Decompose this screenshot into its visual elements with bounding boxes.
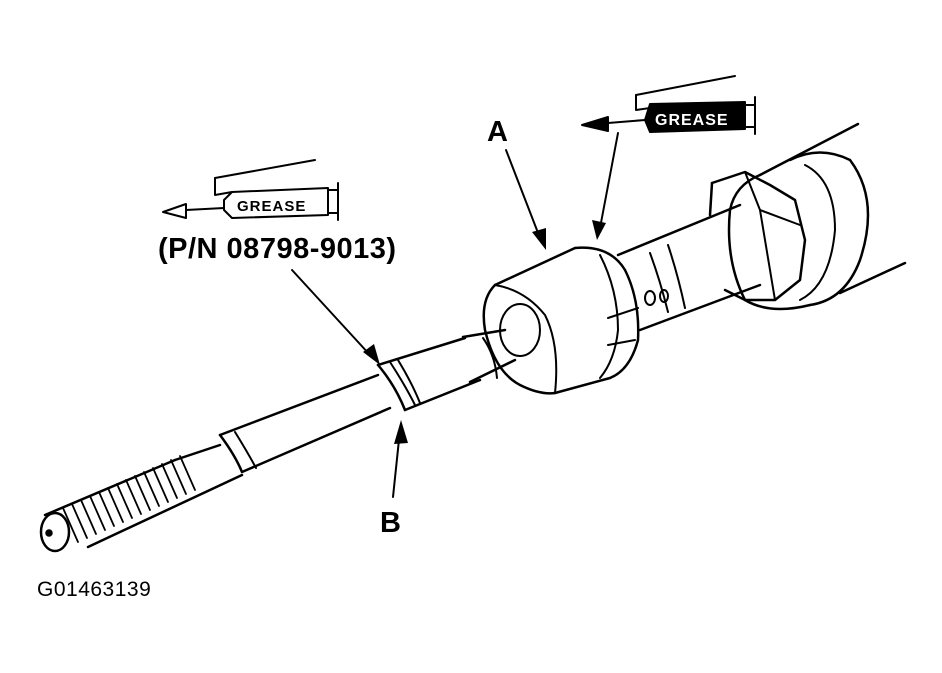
rack-housing xyxy=(727,122,907,311)
tie-rod-threaded-end xyxy=(39,373,392,553)
arrowhead-grease-right xyxy=(592,220,606,240)
tie-rod-shaft xyxy=(376,336,482,412)
figure-id-label: G01463139 xyxy=(37,578,152,601)
grease-tube-right-icon xyxy=(581,75,756,135)
arrowhead-partno xyxy=(363,344,380,365)
arrowhead-a xyxy=(532,228,546,250)
ball-stud-neck xyxy=(461,328,517,384)
lock-nut xyxy=(708,170,807,302)
grease-left-label: GREASE xyxy=(237,198,306,215)
callout-b-label: B xyxy=(380,507,401,539)
inner-shaft xyxy=(616,203,762,332)
ball-joint-housing xyxy=(482,246,640,395)
grease-tube-left-icon xyxy=(162,159,339,221)
leader-lines xyxy=(291,132,619,498)
part-number-label: (P/N 08798-9013) xyxy=(158,233,397,265)
leader-a xyxy=(505,149,541,239)
arrowheads xyxy=(363,220,606,444)
callout-a-label: A xyxy=(487,116,508,148)
leader-grease-right xyxy=(599,132,619,229)
grease-right-label: GREASE xyxy=(655,112,729,129)
arrowhead-b xyxy=(394,420,408,444)
leader-partno xyxy=(291,269,371,356)
